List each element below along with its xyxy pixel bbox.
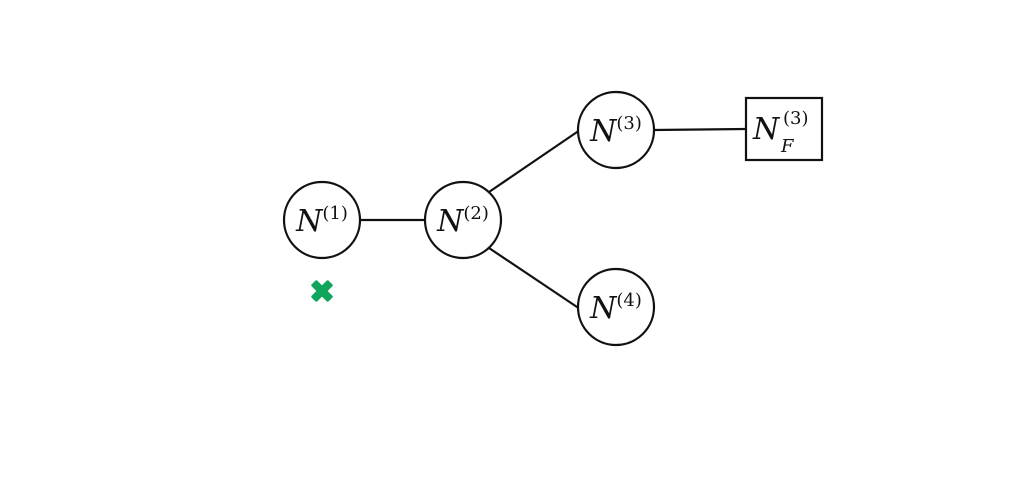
x-mark-icon — [311, 280, 333, 302]
node-n1-superscript: (1) — [322, 203, 348, 224]
node-n4-label: N(4) — [589, 290, 642, 326]
node-nf-symbol: N — [752, 112, 781, 147]
node-nf-superscript-text: (3) — [783, 108, 809, 129]
node-nf-superscript: (3) — [783, 108, 809, 129]
node-n2: N(2) — [423, 180, 503, 260]
node-n4: N(4) — [576, 267, 656, 347]
edge-n3-nf — [653, 127, 747, 132]
node-n2-symbol: N — [436, 204, 465, 239]
node-n1-symbol: N — [295, 204, 324, 239]
node-n3-circle — [576, 90, 656, 170]
node-n2-label: N(2) — [436, 203, 489, 239]
edge-n2-n4 — [488, 247, 581, 310]
node-nf: N (3) F — [744, 96, 824, 162]
node-n3-superscript: (3) — [616, 113, 642, 134]
edges — [361, 127, 747, 310]
edge-n2-n3 — [488, 129, 581, 193]
node-n4-circle — [576, 267, 656, 347]
node-nf-box — [744, 96, 824, 162]
node-n4-symbol: N — [589, 291, 618, 326]
node-nf-symbol-text: N — [752, 112, 781, 147]
node-n2-circle — [423, 180, 503, 260]
node-n1: N(1) — [282, 180, 362, 260]
node-n1-label: N(1) — [295, 203, 348, 239]
node-n3: N(3) — [576, 90, 656, 170]
node-nf-subscript: F — [780, 136, 795, 157]
node-n4-superscript: (4) — [616, 290, 642, 311]
node-n3-label: N(3) — [589, 113, 642, 149]
node-nf-subscript-text: F — [780, 136, 795, 157]
node-n3-symbol: N — [589, 114, 618, 149]
node-n2-superscript: (2) — [463, 203, 489, 224]
node-n1-circle — [282, 180, 362, 260]
